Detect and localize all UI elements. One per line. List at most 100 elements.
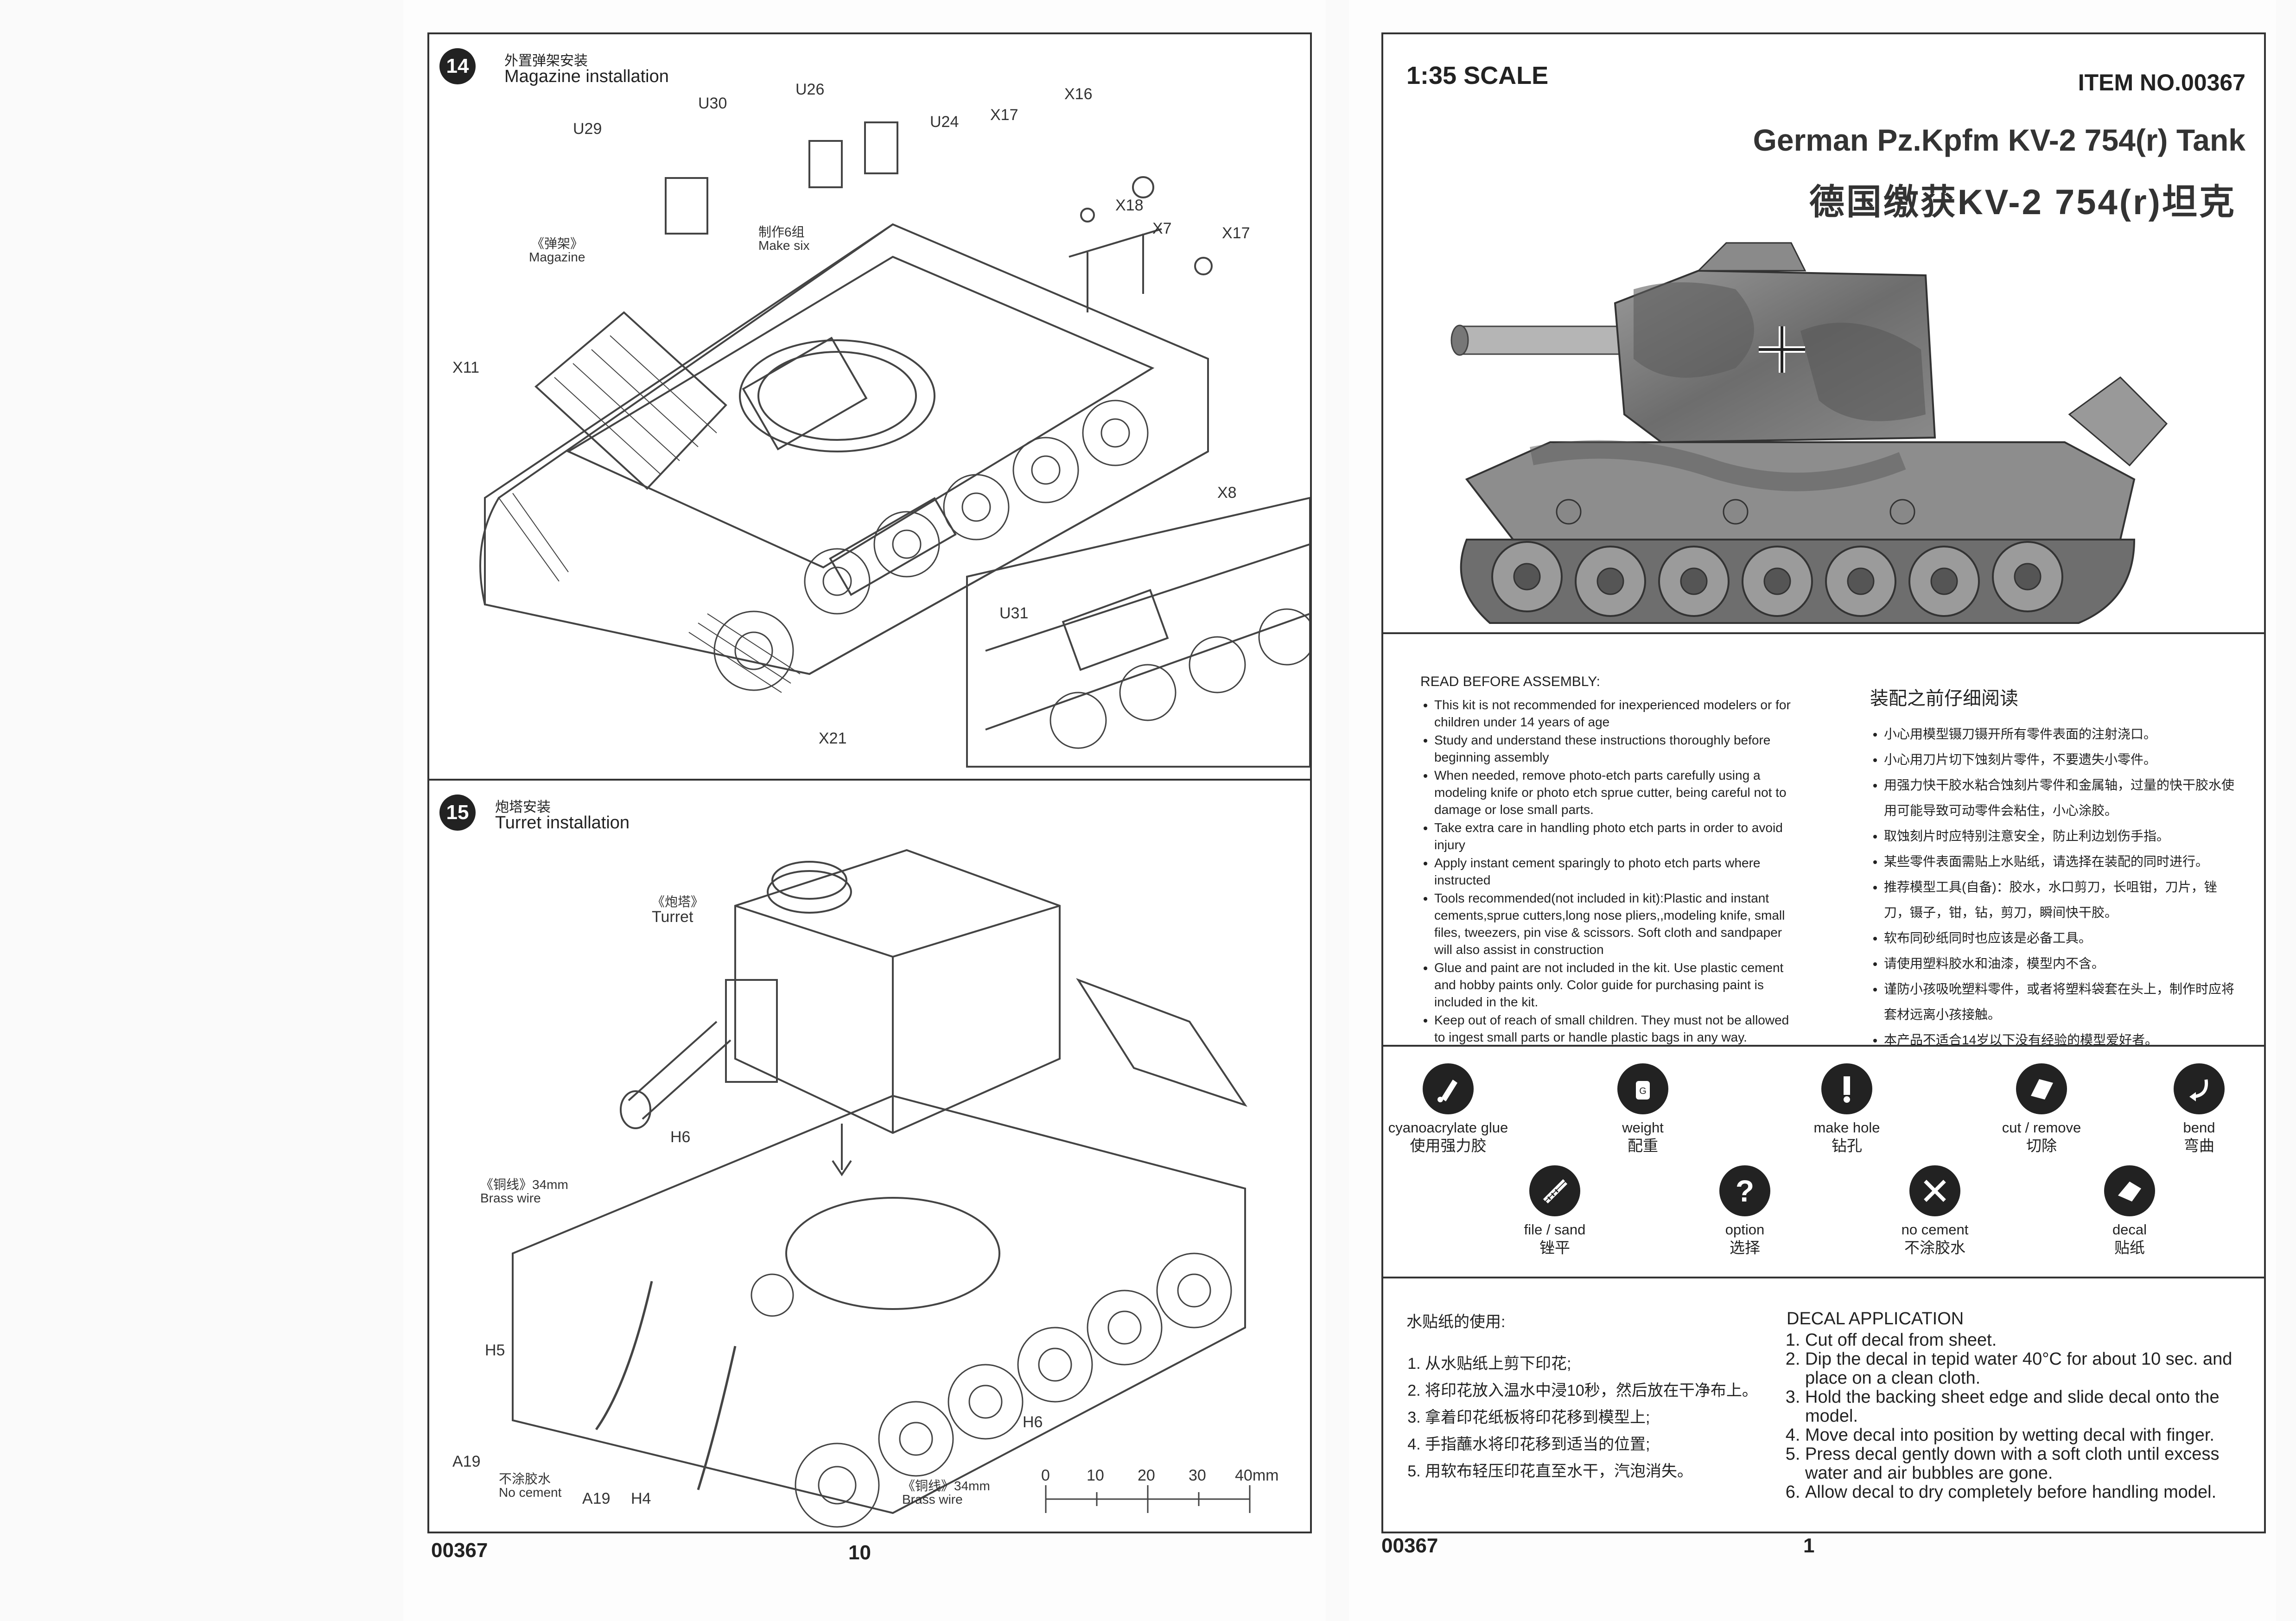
decal-application-en: DECAL APPLICATION Cut off decal from she… [1787, 1309, 2250, 1502]
part-label-a19-mid: A19 [582, 1490, 611, 1507]
decal-step-en: Allow decal to dry completely before han… [1805, 1483, 2250, 1502]
left-footer-page: 10 [848, 1541, 871, 1564]
legend-label-en: file / sand [1524, 1221, 1586, 1238]
rule-item-cn: 某些零件表面需贴上水贴纸，请选择在装配的同时进行。 [1884, 849, 2241, 874]
instruction-page-1: 1:35 SCALE ITEM NO.00367 German Pz.Kpfm … [1349, 0, 2276, 1621]
legend-decal: decal 贴纸 [2065, 1165, 2194, 1257]
decal-list-cn: 从水贴纸上剪下印花; 将印花放入温水中浸10秒，然后放在干净布上。 拿着印花纸板… [1406, 1350, 1814, 1485]
ruler-tick-20: 20 [1138, 1467, 1155, 1484]
brass-wire-label-cn: 《铜线》34mm [480, 1177, 568, 1192]
decal-step-en: Press decal gently down with a soft clot… [1805, 1445, 2250, 1483]
rule-item: Tools recommended(not included in kit):P… [1434, 890, 1800, 958]
rule-item-cn: 用强力快干胶水粘合蚀刻片零件和金属轴，过量的快干胶水使用可能导致可动零件会粘住，… [1884, 772, 2241, 823]
turret-label-cn: 《炮塔》 [652, 895, 704, 909]
legend-label-cn: 不涂胶水 [1904, 1239, 1965, 1256]
decal-application-cn: 水贴纸的使用: 从水贴纸上剪下印花; 将印花放入温水中浸10秒，然后放在干净布上… [1406, 1309, 1814, 1485]
brass-wire-label-en: Brass wire [480, 1191, 541, 1205]
legend-label-cn: 配重 [1628, 1137, 1658, 1154]
product-title-cn: 德国缴获KV-2 754(r)坦克 [1809, 183, 2236, 222]
right-footer-page: 1 [1803, 1534, 1815, 1557]
part-label-x17-right: X17 [1222, 224, 1250, 242]
rule-item: When needed, remove photo-etch parts car… [1434, 767, 1800, 818]
divider-line [1383, 1045, 2264, 1047]
product-title-en: German Pz.Kpfm KV-2 754(r) Tank [1753, 123, 2245, 157]
part-label-x7: X7 [1152, 220, 1172, 237]
step-15-title-cn: 炮塔安装 [495, 800, 551, 815]
legend-label-cn: 使用强力胶 [1410, 1137, 1487, 1154]
step-number-14: 14 [439, 48, 476, 84]
part-label-u31: U31 [999, 604, 1029, 622]
decal-icon [2104, 1165, 2155, 1216]
decal-heading-cn: 水贴纸的使用: [1406, 1313, 1506, 1331]
rule-item-cn: 软布同砂纸同时也应该是必备工具。 [1884, 925, 2241, 951]
part-label-h5: H5 [485, 1341, 505, 1359]
brass-wire2-label-cn: 《铜线》34mm [902, 1479, 990, 1493]
decal-step-cn: 用软布轻压印花直至水干，汽泡消失。 [1425, 1458, 1814, 1485]
cyanoacrylate-glue-icon [1423, 1063, 1474, 1114]
legend-file-sand: file / sand 锉平 [1490, 1165, 1620, 1257]
right-footer-item: 00367 [1381, 1534, 1438, 1557]
decal-step-en: Dip the decal in tepid water 40°C for ab… [1805, 1350, 2250, 1388]
decal-step-cn: 手指蘸水将印花移到适当的位置; [1425, 1431, 1814, 1458]
legend-label-en: no cement [1901, 1221, 1969, 1238]
divider-line [1383, 1277, 2264, 1278]
part-label-x11: X11 [452, 359, 479, 376]
legend-cut-remove: cut / remove 切除 [1977, 1063, 2106, 1155]
rule-item: Keep out of reach of small children. The… [1434, 1011, 1800, 1046]
rule-item-cn: 小心用刀片切下蚀刻片零件，不要遗失小零件。 [1884, 747, 2241, 772]
rule-item: Glue and paint are not included in the k… [1434, 959, 1800, 1011]
make-six-en: Make six [758, 238, 810, 253]
legend-label-en: cyanoacrylate glue [1388, 1119, 1508, 1136]
item-number: ITEM NO.00367 [2078, 70, 2245, 95]
part-label-h6-top: H6 [670, 1128, 691, 1146]
no-cement-label-en: No cement [499, 1485, 562, 1500]
step-14-panel: 14 外置弹架安装 Magazine installation [427, 32, 1312, 782]
decal-step-en: Cut off decal from sheet. [1805, 1331, 2250, 1350]
instruction-page-10: 14 外置弹架安装 Magazine installation [403, 0, 1326, 1621]
part-label-h6-bottom: H6 [1023, 1413, 1043, 1431]
step-15-panel: 15 炮塔安装 Turret installation [427, 779, 1312, 1533]
turret-label-en: Turret [652, 908, 693, 926]
decal-step-en: Hold the backing sheet edge and slide de… [1805, 1388, 2250, 1426]
decal-step-en: Move decal into position by wetting deca… [1805, 1426, 2250, 1445]
part-label-x16: X16 [1064, 85, 1093, 103]
no-cement-label-cn: 不涂胶水 [499, 1472, 551, 1486]
rule-item-cn: 谨防小孩吸吮塑料零件，或者将塑料袋套在头上，制作时应将套材远离小孩接触。 [1884, 976, 2241, 1027]
part-label-x21: X21 [819, 730, 847, 747]
decal-step-cn: 拿着印花纸板将印花移到模型上; [1425, 1404, 1814, 1431]
bend-icon [2174, 1063, 2225, 1114]
rule-item: Take extra care in handling photo etch p… [1434, 819, 1800, 853]
ruler-tick-0: 0 [1041, 1467, 1050, 1484]
rule-item: Study and understand these instructions … [1434, 731, 1800, 766]
step-14-title-cn: 外置弹架安装 [504, 53, 588, 69]
ruler-tick-40mm: 40mm [1235, 1467, 1279, 1484]
legend-cyanoacrylate-glue: cyanoacrylate glue 使用强力胶 [1383, 1063, 1513, 1155]
part-label-x17-top: X17 [990, 106, 1018, 124]
weight-icon: G [1617, 1063, 1668, 1114]
part-label-u29: U29 [573, 120, 602, 138]
file-sand-icon [1529, 1165, 1580, 1216]
legend-no-cement: no cement 不涂胶水 [1870, 1165, 2000, 1257]
legend-weight: G weight 配重 [1578, 1063, 1708, 1155]
rule-item: Apply instant cement sparingly to photo … [1434, 854, 1800, 889]
step-number-15: 15 [439, 795, 476, 831]
legend-bend: bend 弯曲 [2134, 1063, 2264, 1155]
cover-panel: 1:35 SCALE ITEM NO.00367 German Pz.Kpfm … [1381, 32, 2266, 1533]
ruler-tick-30: 30 [1189, 1467, 1206, 1484]
left-footer-item: 00367 [431, 1539, 488, 1562]
scale-label: 1:35 SCALE [1406, 62, 1549, 89]
decal-list-en: Cut off decal from sheet. Dip the decal … [1787, 1331, 2250, 1502]
legend-label-en: make hole [1813, 1119, 1880, 1136]
decal-step-cn: 从水贴纸上剪下印花; [1425, 1350, 1814, 1377]
part-label-u26: U26 [795, 81, 825, 98]
read-before-cn: 装配之前仔细阅读 小心用模型镊刀镊开所有零件表面的注射浇口。 小心用刀片切下蚀刻… [1870, 683, 2241, 1053]
legend-make-hole: make hole 钻孔 [1782, 1063, 1912, 1155]
kv2-tank-illustration [1450, 242, 2168, 624]
rule-item-cn: 小心用模型镊刀镊开所有零件表面的注射浇口。 [1884, 721, 2241, 747]
part-label-x8: X8 [1217, 484, 1237, 502]
part-label-x18: X18 [1115, 197, 1144, 214]
legend-label-cn: 贴纸 [2114, 1239, 2145, 1256]
part-label-u24: U24 [930, 113, 959, 131]
magazine-installation-drawing [479, 121, 1310, 768]
read-before-heading: READ BEFORE ASSEMBLY: [1420, 674, 1600, 689]
